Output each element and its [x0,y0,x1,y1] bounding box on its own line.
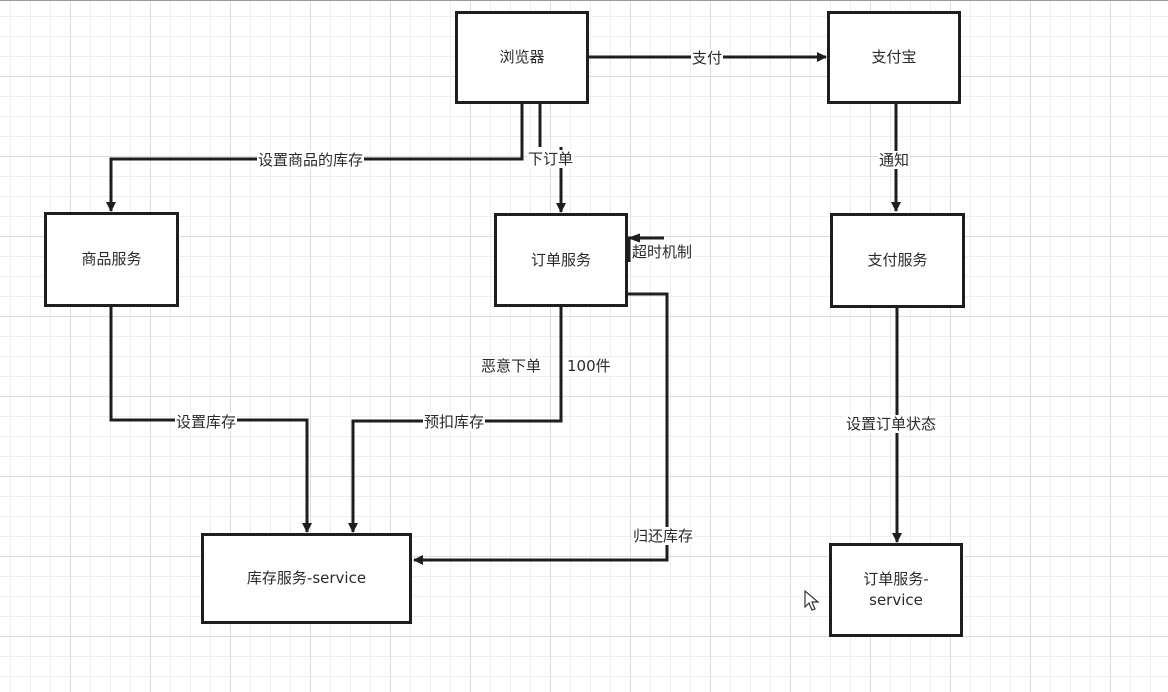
label-set-product-stock: 设置商品的库存 [257,151,365,169]
mouse-cursor-icon [804,589,820,611]
canvas-top-border [0,0,1168,1]
edge-order-timeout-arrowhead [627,233,641,243]
label-notify: 通知 [878,151,911,169]
label-qty-100: 100件 [566,357,612,375]
node-browser[interactable]: 浏览器 [455,11,589,104]
label-pre-deduct-stock: 预扣库存 [423,413,486,431]
label-set-stock: 设置库存 [175,413,238,431]
label-pay: 支付 [691,49,724,67]
node-order-service[interactable]: 订单服务 [494,213,628,307]
label-place-order: 下订单 [527,150,575,168]
label-timeout-mechanism: 超时机制 [631,243,694,261]
node-product-service[interactable]: 商品服务 [44,212,179,307]
node-order-service-service[interactable]: 订单服务- service [829,543,963,637]
label-malicious-order: 恶意下单 [480,357,543,375]
edge-order-to-inventory-return[interactable] [413,292,669,565]
label-return-stock: 归还库存 [632,527,695,545]
node-alipay[interactable]: 支付宝 [827,11,961,104]
label-set-order-status: 设置订单状态 [845,415,938,433]
node-inventory-service[interactable]: 库存服务-service [201,533,412,624]
node-payment-service[interactable]: 支付服务 [830,213,965,308]
